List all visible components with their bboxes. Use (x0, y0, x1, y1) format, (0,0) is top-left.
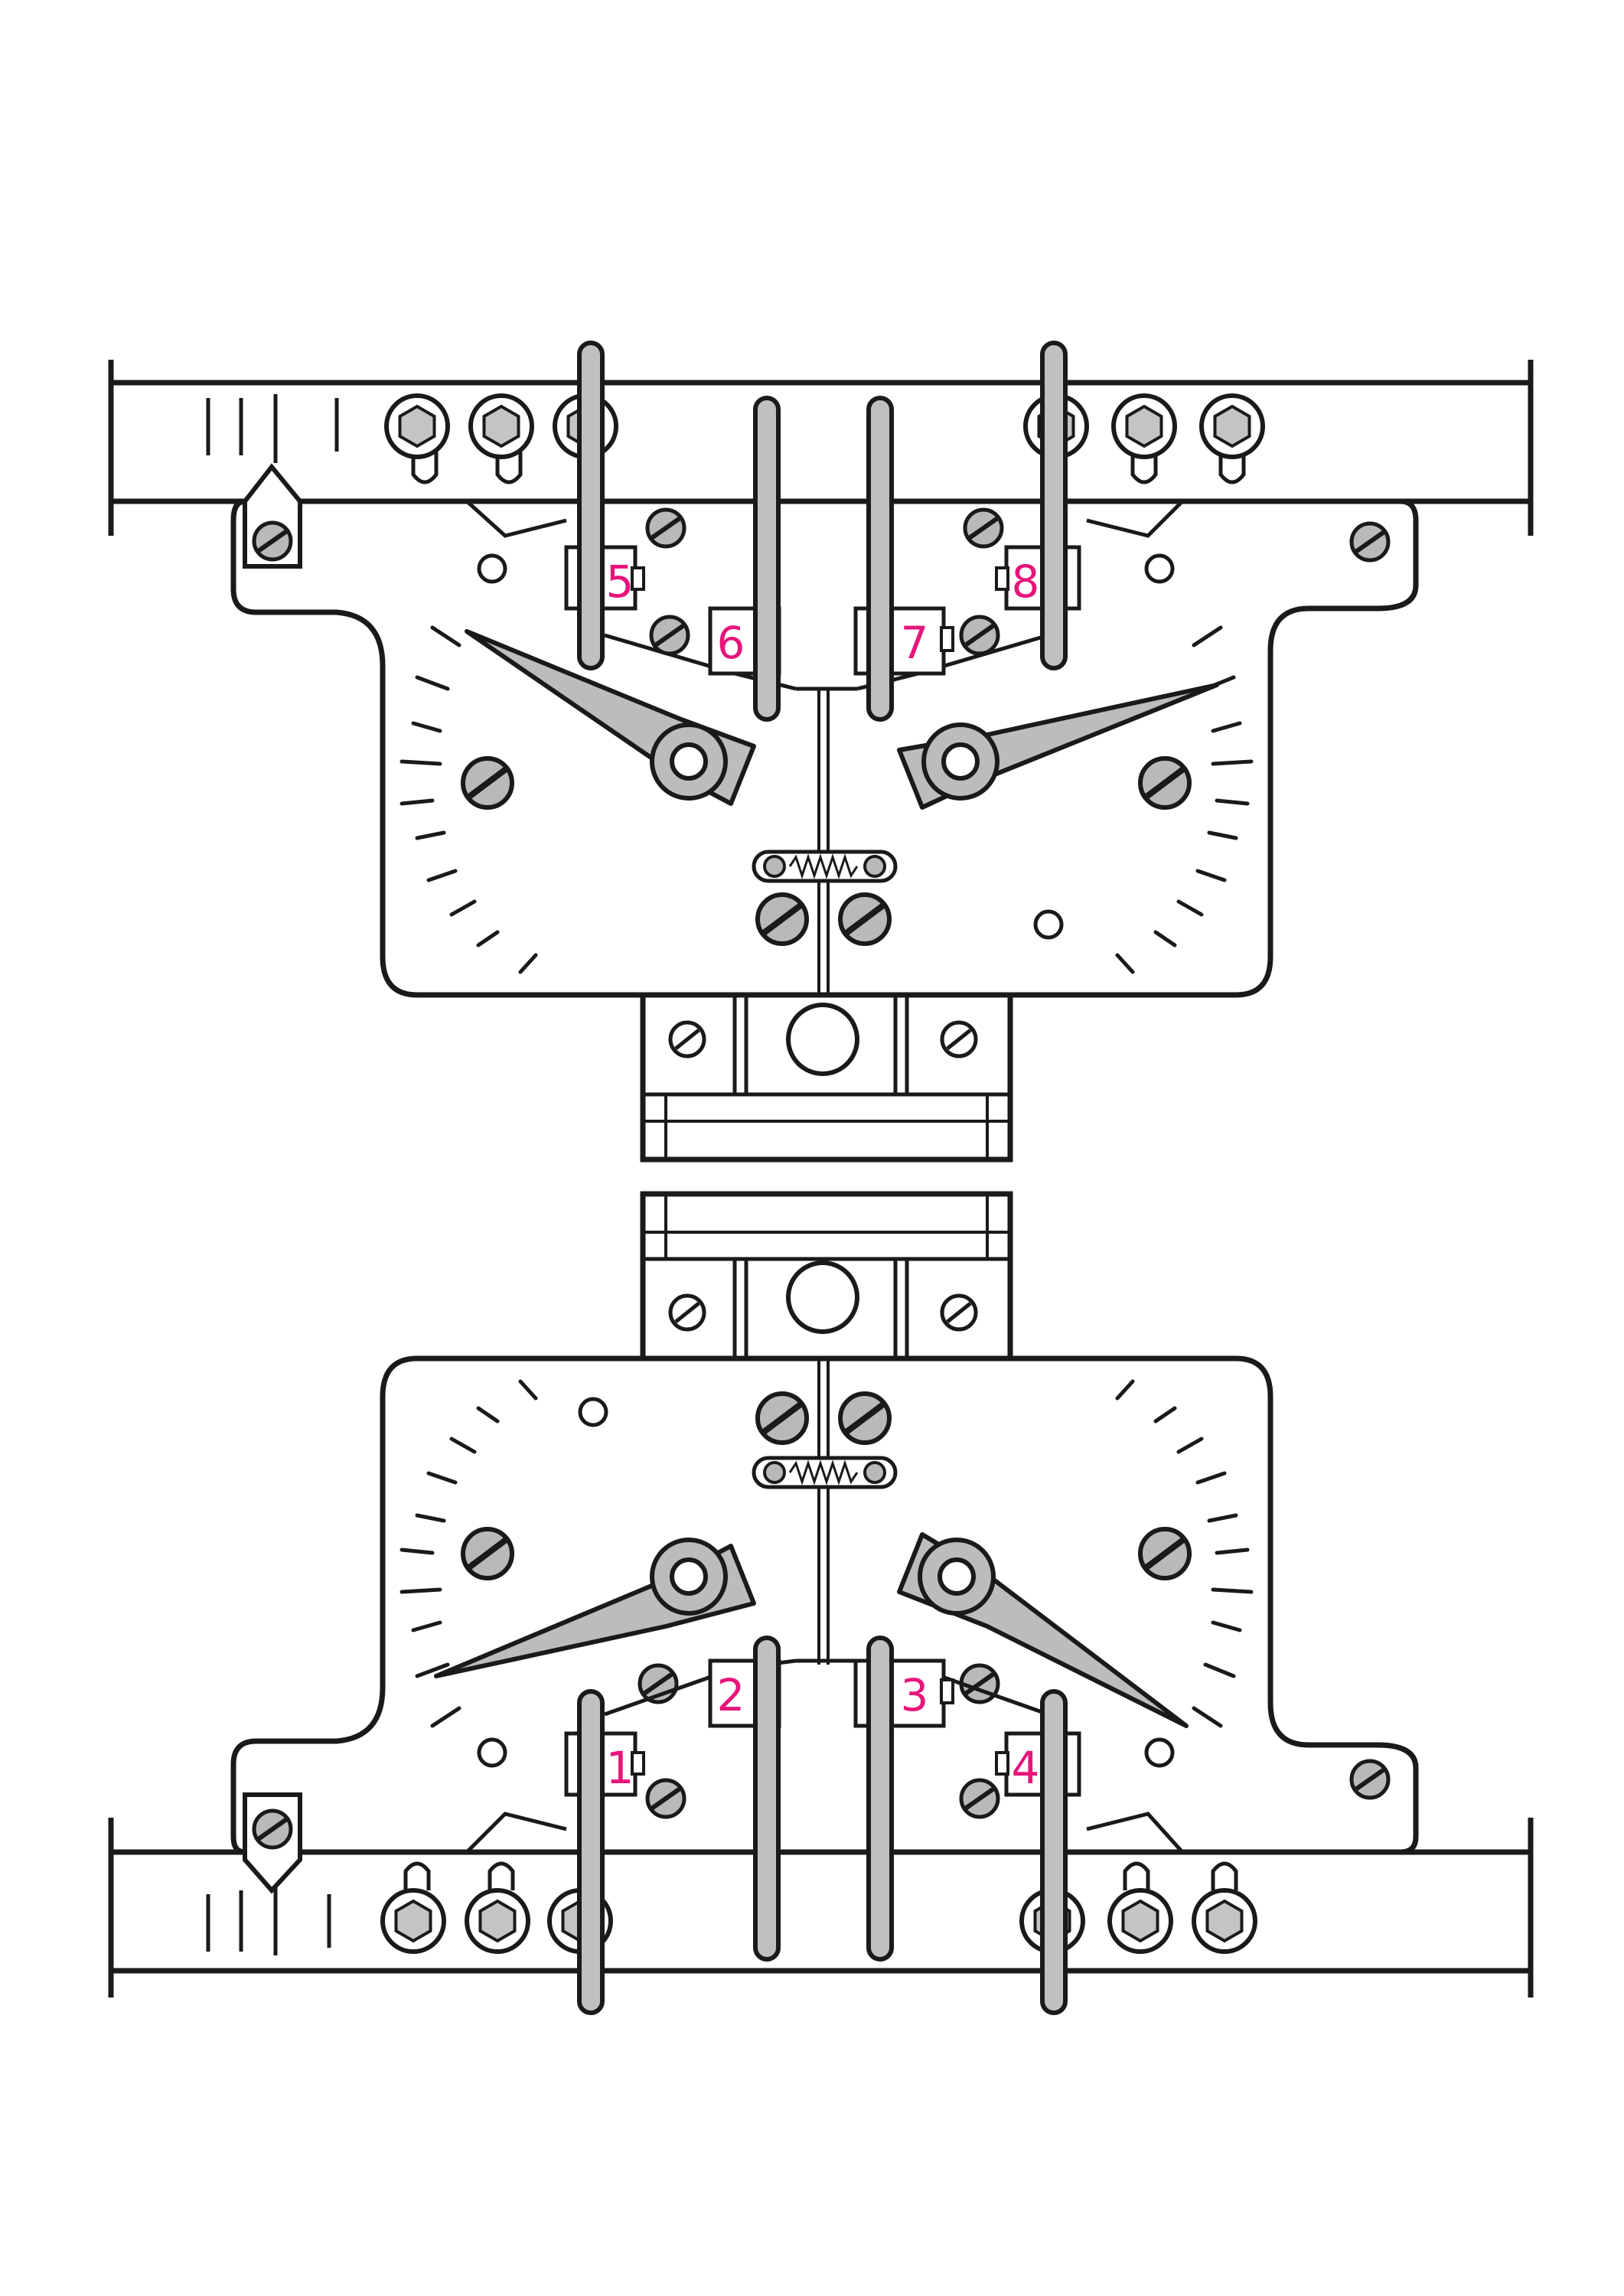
tag-label: 2 (717, 1669, 745, 1721)
tag-label: 3 (901, 1669, 929, 1721)
top-right-bolt-cluster (1026, 396, 1263, 484)
top-left-bolt-cluster (386, 396, 616, 484)
hex-bolt-icon (1194, 1890, 1255, 1952)
top-assembly: 5 6 7 8 (108, 341, 1534, 1163)
top-left-tab (243, 463, 302, 569)
top-rail (108, 360, 1534, 536)
top-body-plate (230, 498, 1419, 998)
hex-bolt-icon (386, 396, 448, 457)
slot-screw-icon (647, 1780, 684, 1817)
tag-label: 4 (1012, 1742, 1040, 1794)
hex-bolt-icon (1114, 396, 1175, 457)
bottom-rod-3 (866, 1636, 894, 1962)
tag-label: 8 (1012, 556, 1040, 608)
hex-bolt-icon (471, 396, 532, 457)
slot-screw-icon (1352, 1761, 1388, 1798)
tag-label: 5 (606, 556, 634, 608)
bottom-left-tab (243, 1792, 302, 1894)
top-rod-1 (577, 341, 605, 670)
top-rod-2 (753, 396, 781, 722)
top-rod-4 (1040, 341, 1068, 670)
bottom-rod-4 (1040, 1689, 1068, 2015)
hex-bolt-icon (467, 1890, 528, 1952)
hex-bolt-icon (1202, 396, 1263, 457)
tag-label: 7 (901, 617, 929, 669)
slot-screw-icon (651, 617, 688, 654)
bottom-body-plate (230, 1355, 1419, 1855)
spring-icon (752, 850, 898, 883)
top-left-pointer-needle-icon (465, 629, 756, 806)
bottom-assembly: 1 2 3 4 (108, 1191, 1534, 2015)
bottom-right-pointer-needle-icon (897, 1532, 1189, 1728)
hex-bolt-icon (1110, 1890, 1171, 1952)
bottom-left-pointer-needle-icon (434, 1538, 756, 1678)
spring-icon (752, 1456, 898, 1489)
bottom-clamp-block-icon (640, 1191, 1013, 1362)
slot-screw-icon (647, 510, 684, 546)
slot-screw-icon (961, 617, 998, 654)
bottom-dial-ticks (399, 1379, 1254, 1728)
top-rod-3 (866, 396, 894, 722)
bottom-rail (108, 1818, 1534, 1998)
bottom-rod-2 (753, 1636, 781, 1962)
slot-screw-icon (961, 1780, 998, 1817)
hex-bolt-icon (383, 1890, 444, 1952)
top-right-pointer-needle-icon (897, 683, 1219, 810)
tag-label: 6 (717, 617, 745, 669)
tag-label: 1 (606, 1742, 634, 1794)
slot-screw-icon (965, 510, 1002, 546)
bottom-left-bolt-cluster (383, 1861, 611, 1952)
bottom-rod-1 (577, 1689, 605, 2015)
bottom-right-bolt-cluster (1022, 1861, 1255, 1952)
top-clamp-block-icon (640, 992, 1013, 1163)
